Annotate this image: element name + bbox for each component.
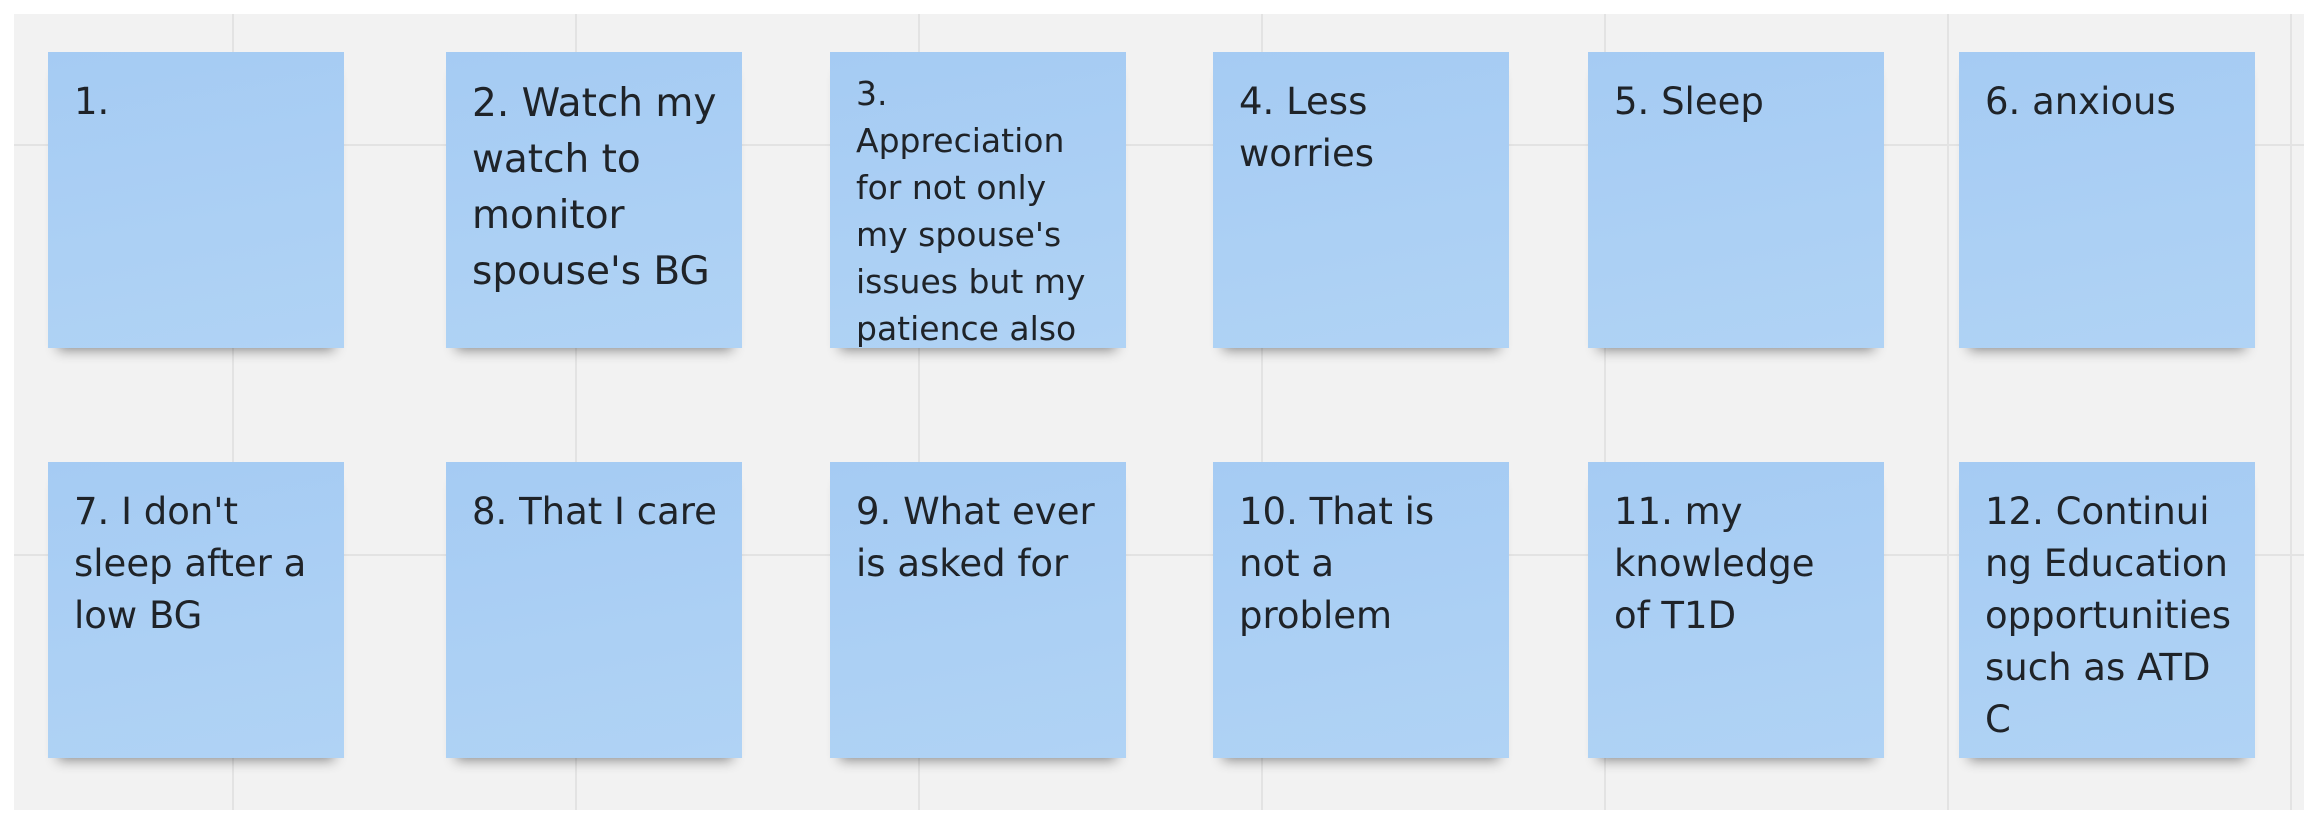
sticky-note-2[interactable]: 2. Watch my watch to monitor spouse's BG: [446, 52, 742, 348]
sticky-note-3[interactable]: 3. Appreciation for not only my spouse's…: [830, 52, 1126, 348]
sticky-note-11[interactable]: 11. my knowledge of T1D: [1588, 462, 1884, 758]
sticky-note-text: 10. That is not a problem: [1239, 490, 1435, 637]
sticky-note-text: 2. Watch my watch to monitor spouse's BG: [472, 81, 717, 294]
sticky-note-6[interactable]: 6. anxious: [1959, 52, 2255, 348]
sticky-note-text: 4. Less worries: [1239, 80, 1374, 175]
sticky-note-1[interactable]: 1.: [48, 52, 344, 348]
sticky-note-text: 5. Sleep: [1614, 80, 1764, 123]
sticky-note-9[interactable]: 9. What ever is asked for: [830, 462, 1126, 758]
sticky-note-text: 9. What ever is asked for: [856, 490, 1095, 585]
sticky-note-4[interactable]: 4. Less worries: [1213, 52, 1509, 348]
sticky-note-text: 1.: [74, 80, 110, 123]
sticky-note-10[interactable]: 10. That is not a problem: [1213, 462, 1509, 758]
sticky-note-7[interactable]: 7. I don't sleep after a low BG: [48, 462, 344, 758]
sticky-note-5[interactable]: 5. Sleep: [1588, 52, 1884, 348]
sticky-note-text: 11. my knowledge of T1D: [1614, 490, 1815, 637]
sticky-note-text: 3. Appreciation for not only my spouse's…: [856, 74, 1086, 348]
sticky-note-12[interactable]: 12. Continuing Education opportunities s…: [1959, 462, 2255, 758]
sticky-note-text: 7. I don't sleep after a low BG: [74, 490, 307, 637]
whiteboard-canvas[interactable]: 1. 2. Watch my watch to monitor spouse's…: [14, 14, 2304, 810]
sticky-note-8[interactable]: 8. That I care: [446, 462, 742, 758]
sticky-note-text: 12. Continuing Education opportunities s…: [1985, 490, 2231, 741]
sticky-note-text: 8. That I care: [472, 490, 717, 533]
sticky-note-text: 6. anxious: [1985, 80, 2176, 123]
